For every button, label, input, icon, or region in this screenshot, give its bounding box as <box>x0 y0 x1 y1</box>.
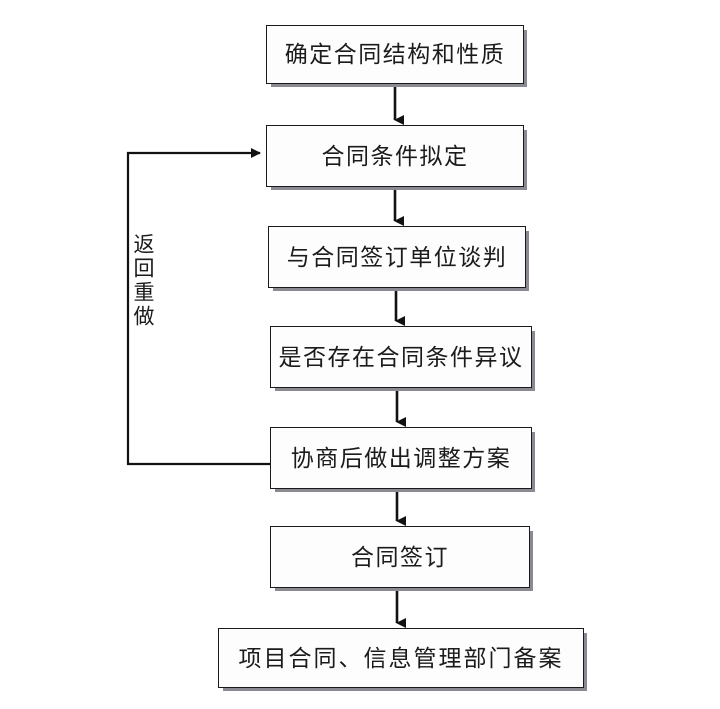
node-label: 合同签订 <box>351 544 449 570</box>
node-label: 项目合同、信息管理部门备案 <box>238 645 564 671</box>
node-check-terms-objection[interactable]: 是否存在合同条件异议 <box>270 326 532 388</box>
node-label: 协商后做出调整方案 <box>290 445 512 471</box>
feedback-loop-label: 返回重做 <box>131 233 155 329</box>
node-negotiate-with-signing-party[interactable]: 与合同签订单位谈判 <box>268 226 526 288</box>
connector-feedback-loop <box>126 148 270 466</box>
node-label: 合同条件拟定 <box>321 143 469 169</box>
node-label: 是否存在合同条件异议 <box>278 344 524 370</box>
node-label: 确定合同结构和性质 <box>284 42 506 67</box>
node-make-adjustment-plan[interactable]: 协商后做出调整方案 <box>270 427 532 489</box>
node-label: 与合同签订单位谈判 <box>286 244 508 270</box>
node-file-with-management-dept[interactable]: 项目合同、信息管理部门备案 <box>218 628 584 688</box>
node-determine-contract-structure[interactable]: 确定合同结构和性质 <box>266 25 524 84</box>
node-draft-contract-terms[interactable]: 合同条件拟定 <box>266 125 524 187</box>
node-sign-contract[interactable]: 合同签订 <box>270 526 530 588</box>
